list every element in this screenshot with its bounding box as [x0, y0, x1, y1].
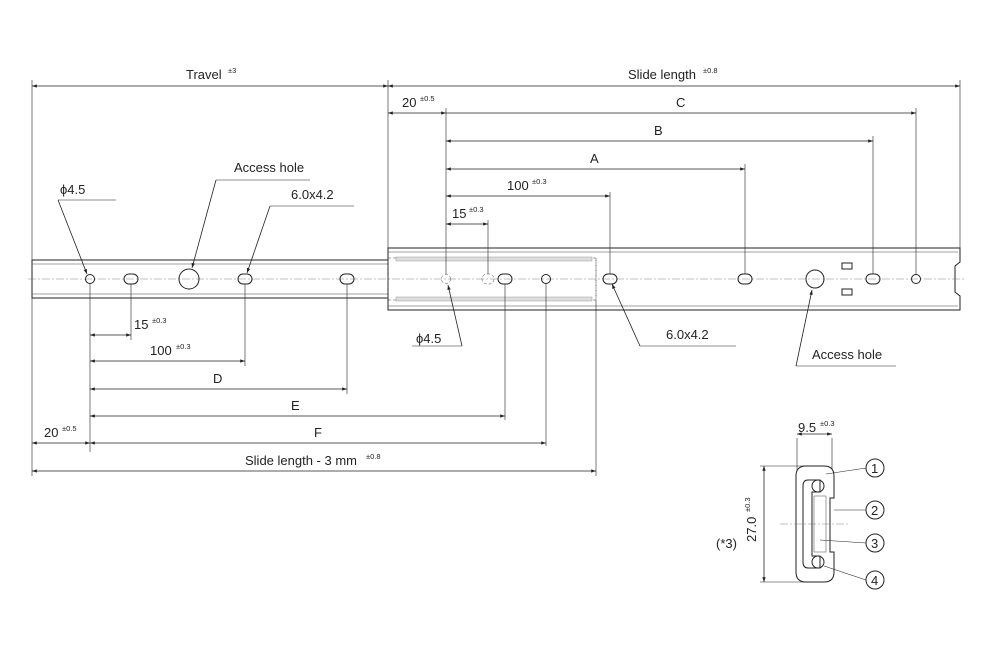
callout-circle: [865, 570, 885, 590]
access-hole-label-top: Access hole: [234, 160, 304, 175]
pitch-15-bottom: 15: [134, 317, 148, 332]
ball-retainer-top: [395, 256, 593, 262]
ball-retainer-bottom: [395, 296, 593, 302]
mount-hole: [441, 274, 451, 284]
dimension-b: B: [654, 123, 663, 138]
ball: [811, 555, 825, 569]
offset-20-top: 20: [402, 95, 416, 110]
outer-member: [387, 247, 961, 311]
pitch-15-top: 15: [452, 206, 466, 221]
dimension-f: F: [314, 425, 322, 440]
pitch-100-top-tolerance: ±0.3: [532, 177, 547, 186]
slide-length-minus-tolerance: ±0.8: [366, 452, 381, 461]
pitch-100-bottom: 100: [150, 343, 172, 358]
note-label: (*3): [716, 536, 737, 551]
mount-hole: [911, 274, 921, 284]
ball: [811, 479, 825, 493]
callout-4: 4: [871, 573, 878, 588]
pitch-15-top-tolerance: ±0.3: [469, 205, 484, 214]
pitch-100-top: 100: [507, 178, 529, 193]
access-hole-label-bottom: Access hole: [812, 347, 882, 362]
top-leaders: ϕ4.5 Access hole 6.0x4.2: [57, 160, 354, 275]
access-hole: [178, 268, 200, 290]
pitch-100-bottom-tolerance: ±0.3: [176, 342, 191, 351]
pitch-15-bottom-tolerance: ±0.3: [152, 316, 167, 325]
top-dimensions: Travel ±3 Slide length ±0.8 20 ±0.5 C B …: [31, 66, 961, 274]
travel-tolerance: ±3: [228, 66, 236, 75]
travel-label: Travel: [186, 67, 222, 82]
callout-circle: [865, 500, 885, 520]
slide-length-label: Slide length: [628, 67, 696, 82]
offset-20-top-tolerance: ±0.5: [420, 94, 435, 103]
section-width: 9.5: [798, 420, 816, 435]
callout-3: 3: [871, 536, 878, 551]
diameter-label-left: ϕ4.5: [60, 182, 85, 197]
bottom-leaders: ϕ4.5 6.0x4.2 Access hole: [412, 283, 896, 367]
bottom-dimensions: 15 ±0.3 100 ±0.3 D E F 20 ±0.5 Slide len…: [31, 284, 597, 476]
offset-20-bottom-tolerance: ±0.5: [62, 424, 77, 433]
section-height-tolerance: ±0.3: [743, 497, 752, 512]
callout-1: 1: [871, 461, 878, 476]
mount-hole: [541, 274, 551, 284]
section-outer-profile: [795, 465, 835, 583]
slide-body: [28, 247, 965, 311]
dimension-e: E: [291, 398, 300, 413]
slide-length-tolerance: ±0.8: [703, 66, 718, 75]
access-hole: [805, 269, 825, 289]
diameter-label-mid: ϕ4.5: [416, 331, 441, 346]
slot-label-top: 6.0x4.2: [291, 187, 334, 202]
slot-label-bottom: 6.0x4.2: [666, 327, 709, 342]
section-height: 27.0: [744, 517, 759, 542]
slide-length-minus-label: Slide length - 3 mm: [245, 453, 357, 468]
cross-section: 9.5 ±0.3 27.0 ±0.3 (*3) 1 2 3 4: [716, 419, 885, 590]
offset-20-bottom: 20: [44, 425, 58, 440]
dimension-a: A: [590, 151, 599, 166]
callout-2: 2: [871, 503, 878, 518]
section-width-tolerance: ±0.3: [820, 419, 835, 428]
mount-hole: [85, 274, 95, 284]
dimension-d: D: [213, 371, 222, 386]
callout-circle: [865, 458, 885, 478]
callout-circle: [865, 533, 885, 553]
dimension-c: C: [676, 95, 685, 110]
